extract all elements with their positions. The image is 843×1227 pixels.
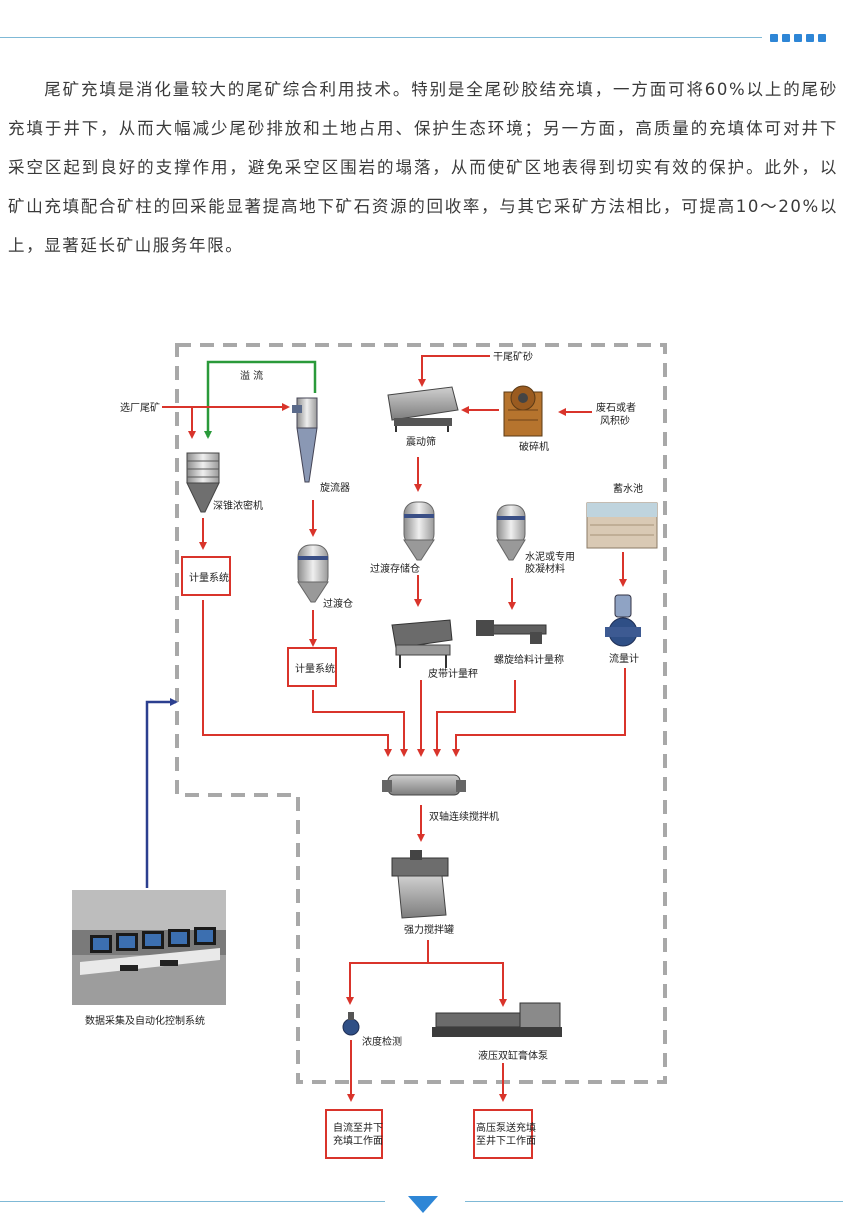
twin-shaft-mixer-icon xyxy=(382,774,466,796)
twin-shaft-mixer-label: 双轴连续搅拌机 xyxy=(429,810,499,823)
density-detector-icon xyxy=(342,1012,360,1036)
dry-tailings-label: 干尾矿砂 xyxy=(493,350,533,363)
vibrating-screen-label: 震动筛 xyxy=(406,435,436,448)
transition-silo-label: 过渡仓 xyxy=(323,597,353,610)
screw-feeder-icon xyxy=(476,620,547,644)
belt-scale-icon xyxy=(391,619,453,668)
transition-storage-silo-icon xyxy=(403,501,435,561)
tank-to-density-arrow xyxy=(346,940,429,1005)
pump-fill-label-1: 高压泵送充填 xyxy=(476,1121,536,1134)
transition-silo-icon xyxy=(297,544,329,603)
intensive-mixer-icon xyxy=(391,850,449,919)
metering-system-2-box xyxy=(287,647,337,687)
crusher-icon xyxy=(503,385,543,437)
deep-cone-thickener-label: 深锥浓密机 xyxy=(213,499,263,512)
flowmeter-icon xyxy=(605,594,641,647)
control-room-image xyxy=(72,890,226,1005)
hydraulic-pump-icon xyxy=(432,1002,562,1037)
dry-tailings-arrow xyxy=(418,355,490,387)
gravity-flow-outlet-box xyxy=(325,1109,383,1159)
screw-to-mixer-arrow xyxy=(433,680,516,757)
waste-rock-label-2: 风积砂 xyxy=(600,414,630,427)
density-detection-label: 浓度检测 xyxy=(362,1035,402,1048)
cement-silo-icon xyxy=(496,504,526,561)
footer-divider-left xyxy=(0,1201,385,1202)
metering2-to-mixer-arrow xyxy=(312,690,408,757)
crusher-label: 破碎机 xyxy=(519,440,549,453)
mill-tailings-label: 选厂尾矿 xyxy=(120,401,160,414)
screw-feeder-label: 螺旋给料计量称 xyxy=(494,653,564,666)
gravity-flow-label-2: 充填工作面 xyxy=(333,1134,383,1147)
belt-scale-label: 皮带计量秤 xyxy=(428,667,478,680)
reservoir-icon xyxy=(586,502,658,549)
waste-rock-label-1: 废石或者 xyxy=(596,401,636,414)
overflow-arrow xyxy=(204,360,317,439)
overflow-label: 溢 流 xyxy=(240,369,263,382)
flowmeter-label: 流量计 xyxy=(609,652,639,665)
intensive-mixer-label: 强力搅拌罐 xyxy=(404,923,454,936)
metering1-to-mixer-arrow xyxy=(202,600,392,757)
flowmeter-to-mixer-arrow xyxy=(452,668,626,757)
deep-cone-thickener-icon xyxy=(186,452,220,513)
header-dot-decoration xyxy=(770,34,826,42)
metering-system-2-label: 计量系统 xyxy=(295,662,335,675)
pump-fill-label-2: 至井下工作面 xyxy=(476,1134,536,1147)
pump-fill-outlet-box xyxy=(473,1109,533,1159)
cement-label-2: 胶凝材料 xyxy=(525,562,565,575)
footer-divider-right xyxy=(465,1201,843,1202)
hydrocyclone-icon xyxy=(292,397,318,483)
tank-to-pump-arrow xyxy=(428,962,504,1003)
transition-storage-silo-label: 过渡存储仓 xyxy=(370,562,420,575)
hydrocyclone-label: 旋流器 xyxy=(320,481,350,494)
vibrating-screen-icon xyxy=(387,386,459,432)
metering-system-1-label: 计量系统 xyxy=(189,571,229,584)
metering-system-1-box xyxy=(181,556,231,596)
intro-paragraph: 尾矿充填是消化量较大的尾矿综合利用技术。特别是全尾砂胶结充填，一方面可将60%以… xyxy=(8,80,838,255)
control-feedback-arrow xyxy=(145,698,178,888)
reservoir-label: 蓄水池 xyxy=(613,482,643,495)
process-boundary xyxy=(175,343,667,1084)
gravity-flow-label-1: 自流至井下 xyxy=(333,1121,383,1134)
footer-down-triangle-icon xyxy=(408,1196,438,1213)
hydraulic-pump-label: 液压双缸膏体泵 xyxy=(478,1049,548,1062)
header-divider-line xyxy=(0,37,762,38)
cement-label-1: 水泥或专用 xyxy=(525,550,575,563)
control-system-label: 数据采集及自动化控制系统 xyxy=(85,1014,205,1027)
